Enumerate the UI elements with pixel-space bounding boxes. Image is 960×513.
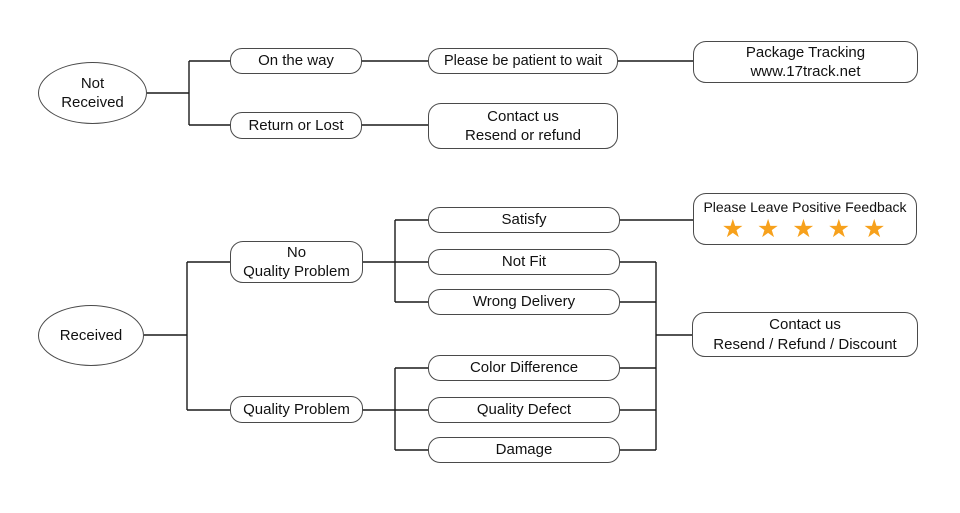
node-not-received: Not Received — [38, 62, 147, 124]
node-on-the-way: On the way — [230, 48, 362, 74]
node-satisfy: Satisfy — [428, 207, 620, 233]
positive-feedback-label: Please Leave Positive Feedback — [703, 198, 907, 215]
node-contact-us-resend-refund: Contact us Resend or refund — [428, 103, 618, 149]
node-no-quality-problem: No Quality Problem — [230, 241, 363, 283]
node-return-or-lost: Return or Lost — [230, 112, 362, 139]
node-contact-us-resend-refund-discount: Contact us Resend / Refund / Discount — [692, 312, 918, 357]
node-positive-feedback: Please Leave Positive Feedback ★ ★ ★ ★ ★ — [693, 193, 917, 245]
node-quality-problem: Quality Problem — [230, 396, 363, 423]
node-damage: Damage — [428, 437, 620, 463]
node-package-tracking: Package Tracking www.17track.net — [693, 41, 918, 83]
node-wrong-delivery: Wrong Delivery — [428, 289, 620, 315]
node-color-difference: Color Difference — [428, 355, 620, 381]
node-received: Received — [38, 305, 144, 366]
node-please-be-patient: Please be patient to wait — [428, 48, 618, 74]
node-not-fit: Not Fit — [428, 249, 620, 275]
node-quality-defect: Quality Defect — [428, 397, 620, 423]
five-star-rating-icon: ★ ★ ★ ★ ★ — [721, 215, 889, 244]
